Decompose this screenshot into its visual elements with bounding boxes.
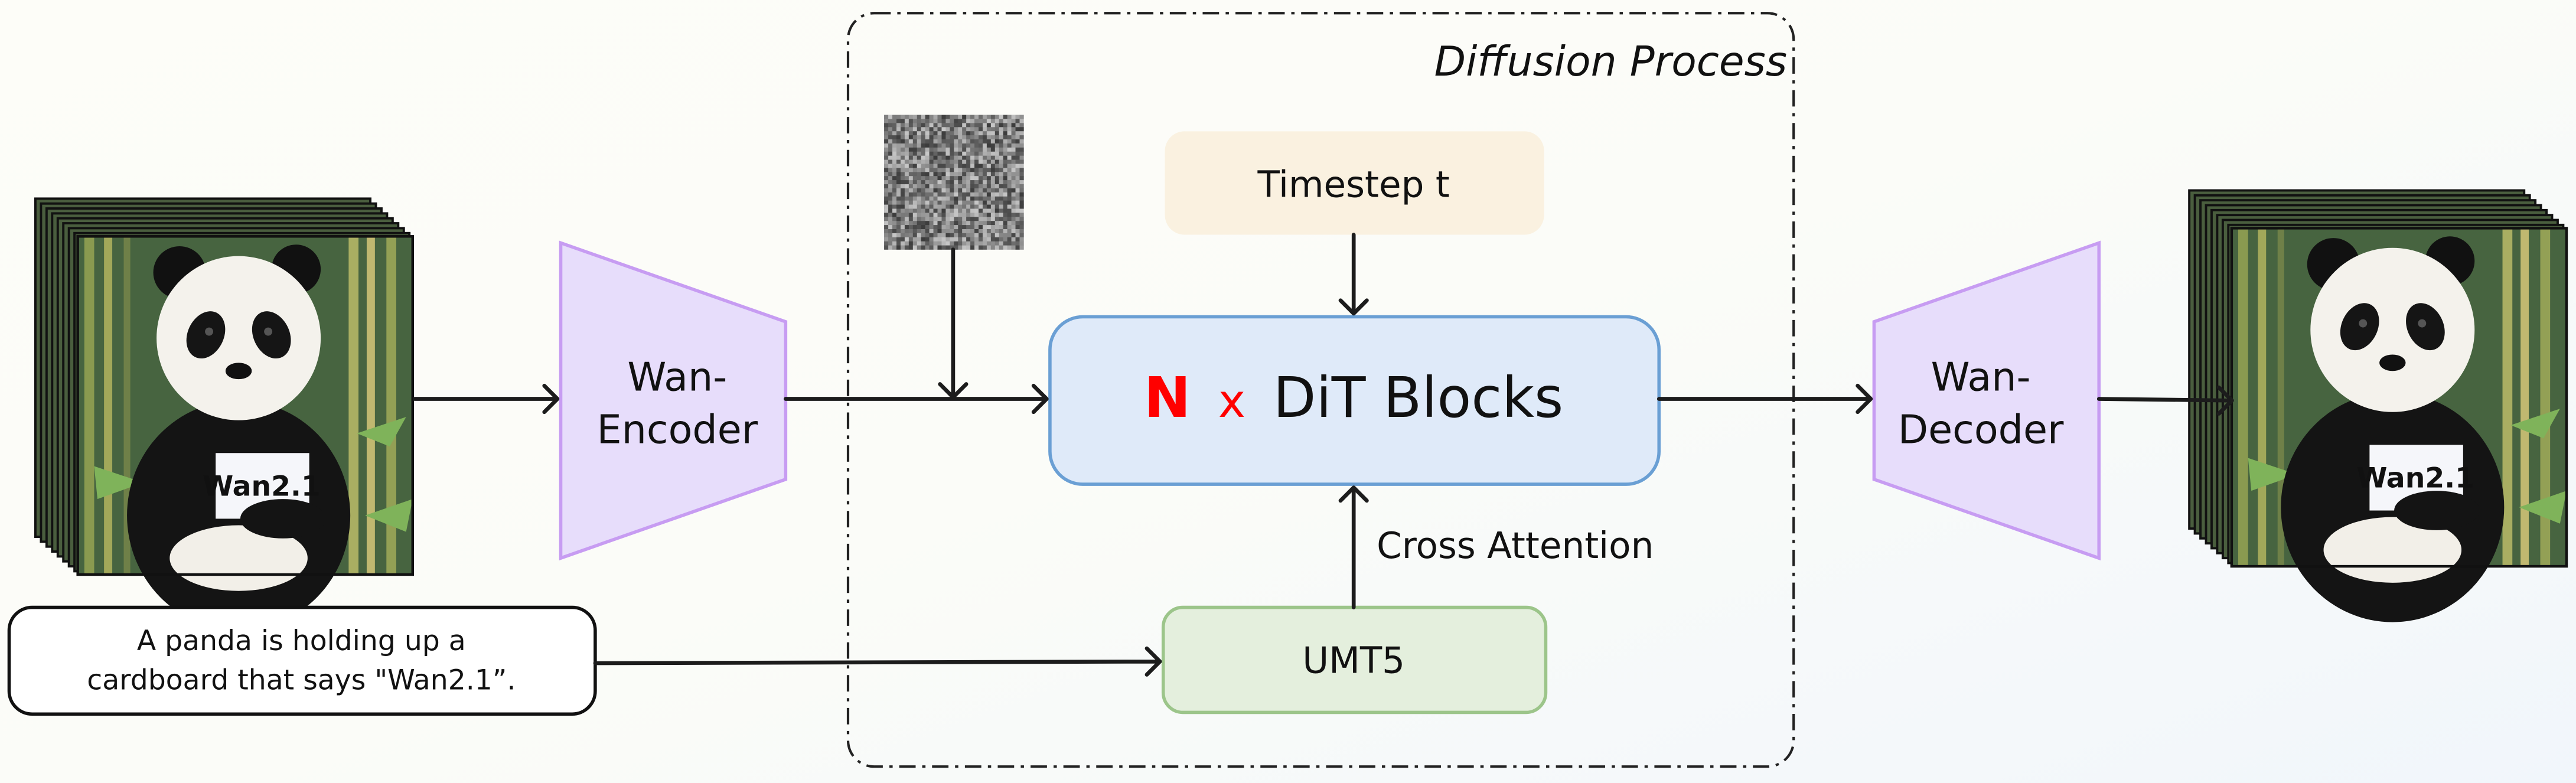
arrow-encoder-to-dit [784, 383, 1049, 415]
output-sign-text: Wan2.1 [2356, 462, 2474, 495]
arrow-prompt-to-umt5 [593, 646, 1162, 677]
prompt-line1: A panda is holding up a [137, 625, 466, 657]
arrow-umt5-to-dit [1338, 485, 1369, 609]
input-sign-text: Wan2.1 [203, 471, 321, 503]
svg-text:N x DiT Blocks: N x DiT Blocks [1144, 366, 1563, 430]
diffusion-process-label: Diffusion Process [1434, 38, 1787, 86]
decoder-label-line2: Decoder [1898, 407, 2064, 453]
diffusion-process-group [846, 12, 1795, 768]
dit-times: x [1218, 375, 1245, 428]
panda-image [2231, 228, 2567, 622]
arrow-noise-to-latent [938, 247, 969, 400]
encoder-label-line2: Encoder [597, 407, 758, 453]
arrow-timestep-to-dit [1338, 233, 1369, 316]
umt5-label: UMT5 [1302, 640, 1405, 682]
panda-image [77, 236, 413, 631]
timestep-box [1165, 131, 1544, 235]
wan-decoder [1872, 240, 2101, 561]
encoder-label-line1: Wan- [627, 354, 727, 400]
arrows [412, 233, 2234, 677]
arrow-video-to-encoder [412, 383, 560, 415]
timestep-label: Timestep t [1257, 164, 1450, 206]
noise-latent [884, 115, 1024, 250]
prompt-box [7, 605, 597, 716]
cross-attention-label: Cross Attention [1377, 525, 1654, 567]
arrow-decoder-to-video [2096, 385, 2234, 416]
dit-count-n: N [1144, 366, 1191, 430]
wan-encoder [559, 240, 788, 561]
input-video-frames: Wan2.1 [34, 197, 414, 631]
dit-label: DiT Blocks [1273, 366, 1564, 430]
arrow-dit-to-decoder [1657, 383, 1873, 415]
output-video-frames: Wan2.1 [2188, 189, 2568, 622]
decoder-label-line1: Wan- [1931, 354, 2031, 400]
prompt-line2: cardboard that says "Wan2.1”. [87, 664, 516, 697]
